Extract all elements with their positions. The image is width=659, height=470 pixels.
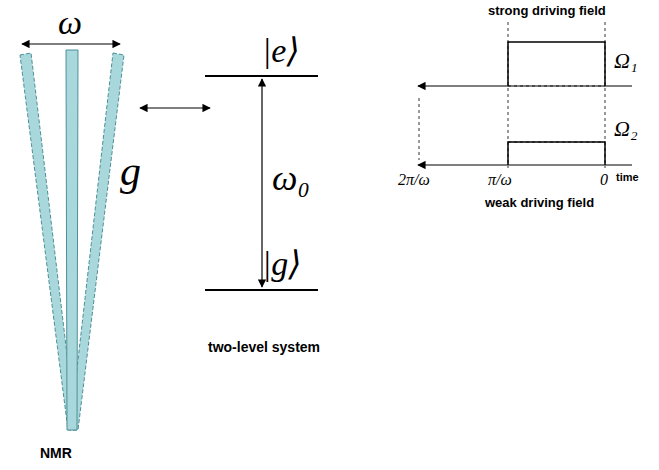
state-label: |g⟩ bbox=[262, 247, 302, 281]
time-axis bbox=[418, 85, 632, 86]
time-axis bbox=[418, 164, 632, 165]
caption: NMR bbox=[40, 446, 72, 460]
caption: strong driving field bbox=[488, 4, 606, 17]
transition-label: ω₀ bbox=[272, 160, 310, 196]
guide-line bbox=[508, 142, 605, 143]
oscillation-arrow bbox=[22, 43, 120, 44]
pulse-weak bbox=[508, 142, 605, 165]
amplitude-label: Ω₁ bbox=[614, 50, 638, 72]
amplitude-label: Ω₂ bbox=[614, 118, 638, 140]
time-label: π/ω bbox=[488, 172, 512, 188]
excited-level bbox=[205, 75, 318, 77]
state-label: |e⟩ bbox=[262, 34, 300, 68]
pulse-strong bbox=[508, 42, 605, 86]
caption: weak driving field bbox=[485, 196, 594, 209]
ground-level bbox=[205, 289, 318, 291]
guide-line bbox=[508, 86, 605, 87]
time-label: 2π/ω bbox=[398, 172, 430, 188]
coupling-label: g bbox=[120, 150, 141, 192]
caption: two-level system bbox=[208, 340, 320, 354]
coupling-arrow bbox=[140, 107, 210, 108]
axis-label: time bbox=[616, 172, 639, 183]
time-label: 0 bbox=[600, 172, 608, 188]
frequency-label: ω bbox=[58, 6, 82, 40]
cantilever bbox=[66, 50, 78, 430]
guide-line bbox=[605, 22, 606, 168]
guide-line bbox=[419, 98, 420, 160]
guide-line bbox=[508, 22, 509, 168]
